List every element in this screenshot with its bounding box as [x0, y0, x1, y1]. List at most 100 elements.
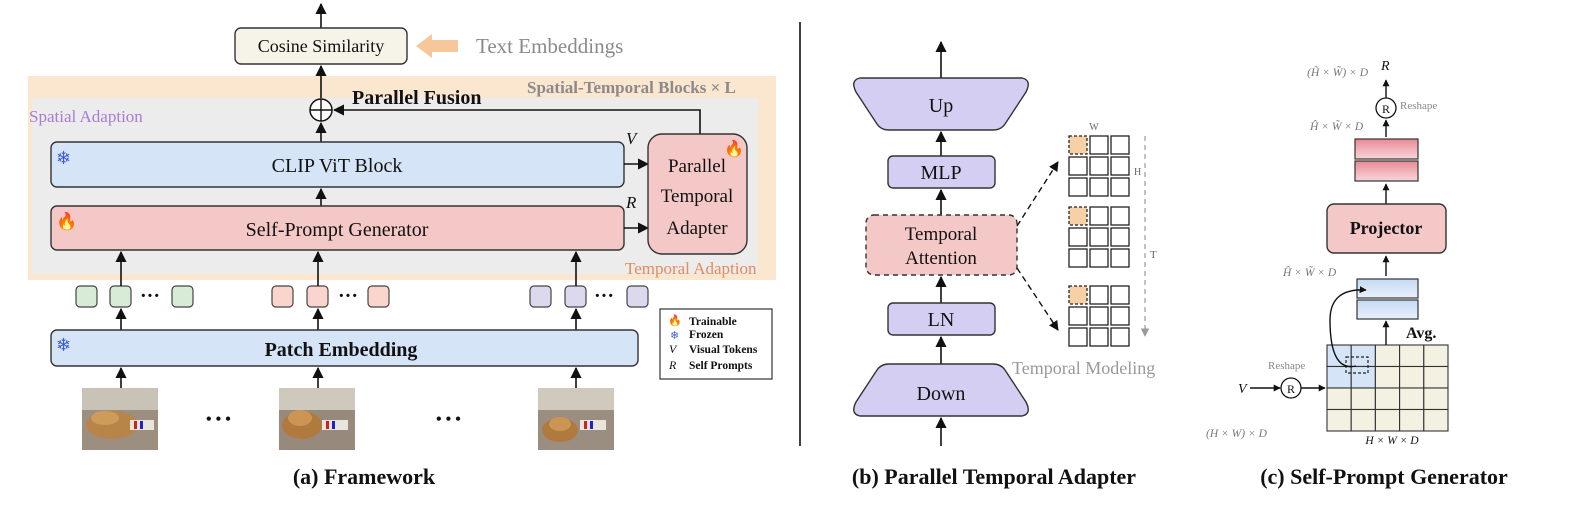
w-label: W — [1089, 122, 1099, 133]
legend-fire-icon: 🔥 — [668, 314, 682, 327]
hwd-grid-cell — [1423, 408, 1449, 432]
parallel-fusion-label: Parallel Fusion — [352, 87, 481, 109]
grid-1-cell — [1089, 177, 1109, 197]
legend-self-prompts: Self Prompts — [689, 360, 753, 372]
projector-block: Projector — [1326, 203, 1447, 254]
reshape-left-label: Reshape — [1268, 360, 1305, 372]
clip-vit-block-label: CLIP ViT Block — [272, 155, 403, 177]
svg-text:···: ··· — [140, 285, 160, 307]
token-group-1: ··· — [75, 285, 194, 308]
grid-2-cell — [1089, 248, 1109, 268]
down-block: Down — [853, 363, 1029, 417]
token-group-3: ··· — [529, 285, 649, 308]
hwd-grid-cell — [1350, 365, 1376, 389]
framework-panel: Cosine Similarity Text Embeddings Spatia… — [28, 2, 776, 489]
reshape-top-icon: R — [1375, 97, 1397, 119]
pta-panel: Up MLP Temporal Attention LN Down — [852, 40, 1157, 489]
grid-3-cell — [1089, 306, 1109, 326]
spg-v-in: V — [1238, 382, 1248, 397]
hwd-grid-cell — [1399, 344, 1425, 368]
grid-1-cell — [1089, 135, 1109, 155]
reshape-top-label: Reshape — [1400, 100, 1437, 112]
up-block: Up — [853, 77, 1029, 131]
temporal-attention-label-2: Attention — [905, 248, 977, 269]
video-frame-1 — [82, 388, 158, 450]
grid-1-cell — [1068, 135, 1088, 155]
grid-3-cell — [1068, 306, 1088, 326]
up-label: Up — [929, 95, 953, 117]
grid-2-cell — [1089, 227, 1109, 247]
spg-top-dim: (H̃ × W̃) × D — [1307, 65, 1369, 79]
grid-3-cell — [1089, 285, 1109, 305]
legend-visual-tokens: Visual Tokens — [689, 344, 758, 356]
hwd-grid-cell — [1350, 387, 1376, 411]
cosine-similarity-box: Cosine Similarity — [234, 27, 408, 65]
grid-2-cell — [1068, 227, 1088, 247]
hwd-grid-cell — [1326, 365, 1352, 389]
hwd-grid-cell — [1374, 387, 1401, 411]
reshape-left-icon: R — [1280, 377, 1302, 399]
adapter-label-3: Adapter — [666, 218, 728, 239]
grid-2-cell — [1089, 206, 1109, 226]
grid-1-cell — [1110, 135, 1130, 155]
caption-spg: (c) Self-Prompt Generator — [1260, 464, 1508, 489]
pooled-tokens — [1356, 278, 1419, 320]
grid-3-cell — [1089, 327, 1109, 347]
hwd-grid-cell — [1399, 387, 1425, 411]
mlp-block: MLP — [887, 155, 996, 189]
ln-block: LN — [887, 302, 996, 336]
r-label: R — [625, 193, 637, 212]
frames-ellipsis-1: • • • — [206, 411, 231, 428]
hwd-grid-cell — [1374, 365, 1401, 389]
hwd-grid-cell — [1399, 408, 1425, 432]
hwd-grid-cell — [1326, 408, 1352, 432]
parallel-temporal-adapter-block: 🔥 Parallel Temporal Adapter — [647, 133, 748, 255]
fire-icon: 🔥 — [56, 211, 77, 231]
adapter-label-1: Parallel — [668, 156, 726, 177]
hwd-grid-cell — [1374, 344, 1401, 368]
text-embeddings-arrow — [416, 34, 458, 58]
t-label: T — [1150, 249, 1157, 261]
mlp-label: MLP — [920, 162, 961, 184]
grid-2-cell — [1068, 248, 1088, 268]
temporal-attention-block: Temporal Attention — [865, 214, 1018, 276]
ln-label: LN — [928, 309, 955, 331]
grid-1-cell — [1089, 156, 1109, 176]
grid-3-cell — [1110, 306, 1130, 326]
patch-embedding-label: Patch Embedding — [265, 339, 418, 361]
fusion-plus-icon — [309, 98, 333, 122]
spatial-temporal-blocks-label: Spatial-Temporal Blocks × L — [527, 78, 736, 97]
down-label: Down — [917, 383, 966, 405]
legend-snowflake-icon: ❄ — [670, 330, 679, 342]
grid-3-cell — [1068, 327, 1088, 347]
legend-r-symbol: R — [668, 358, 677, 372]
caption-framework: (a) Framework — [293, 464, 436, 489]
temporal-attention-label-1: Temporal — [905, 224, 978, 245]
cosine-similarity-label: Cosine Similarity — [258, 36, 385, 56]
legend-frozen: Frozen — [689, 329, 724, 341]
snowflake-icon: ❄ — [56, 148, 71, 168]
spg-mid-dim: Ĥ × W̃ × D — [1309, 119, 1364, 133]
adapter-label-2: Temporal — [661, 186, 734, 207]
hwd-grid-cell — [1350, 344, 1376, 368]
video-frame-3 — [538, 388, 614, 450]
fire-icon-adapter: 🔥 — [724, 139, 744, 158]
temporal-adaption-label: Temporal Adaption — [625, 259, 757, 278]
grid-3-cell — [1110, 285, 1130, 305]
hwd-grid-cell — [1374, 408, 1401, 432]
avg-label: Avg. — [1406, 325, 1436, 342]
hwd-grid-cell — [1326, 387, 1352, 411]
snowflake-icon-patch: ❄ — [56, 335, 71, 355]
prompt-bars — [1354, 138, 1419, 182]
hwd-grid-cell — [1350, 408, 1376, 432]
grid-3-cell — [1068, 285, 1088, 305]
grid-2-cell — [1068, 206, 1088, 226]
legend-v-symbol: V — [669, 342, 678, 356]
grid-2-cell — [1110, 248, 1130, 268]
svg-text:···: ··· — [594, 285, 614, 307]
clip-vit-block: ❄ CLIP ViT Block — [50, 141, 625, 188]
spg-hwd-label: H × W × D — [1364, 435, 1419, 447]
hwd-grid-cell — [1326, 344, 1352, 368]
hwd-grid-cell — [1423, 365, 1449, 389]
